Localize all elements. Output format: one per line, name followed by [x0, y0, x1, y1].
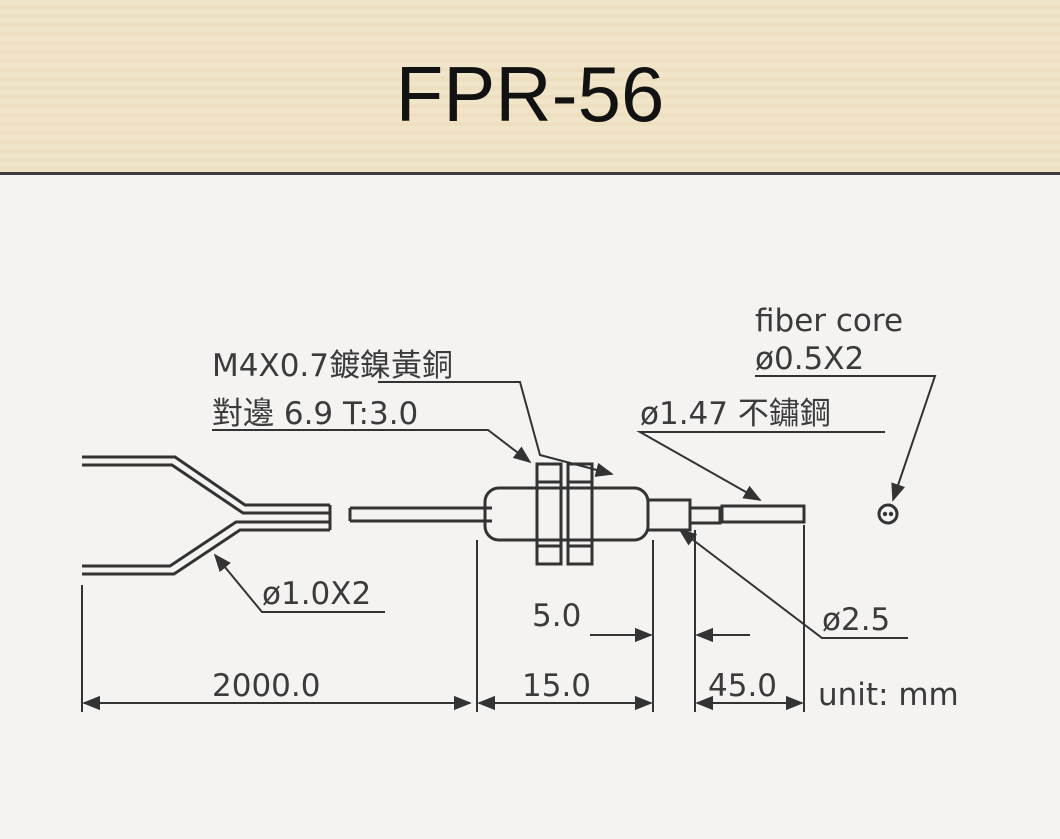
leader-body-diameter	[678, 528, 908, 639]
nut-right	[566, 462, 594, 566]
fiber-core-end-view	[877, 503, 899, 525]
leader-core-size	[755, 375, 937, 502]
leader-tube-spec	[636, 431, 885, 501]
label-tube-spec: ø1.47 不鏽鋼	[640, 396, 831, 432]
cable-upper-branch-inner	[82, 463, 330, 515]
cable-lower-branch	[82, 520, 330, 568]
leader-cable-size	[213, 553, 385, 613]
label-nut-spec: 對邊 6.9 T:3.0	[212, 396, 418, 432]
ferrule	[648, 498, 692, 532]
leader-thread-spec	[378, 381, 614, 477]
label-tube-length: 45.0	[708, 668, 777, 704]
title-banner: FPR-56	[0, 0, 1060, 175]
label-unit: unit: mm	[818, 677, 959, 713]
cable-lower-branch-inner	[82, 528, 330, 576]
cable-segment	[348, 506, 492, 523]
steel-tube-tip	[720, 504, 806, 524]
page-title: FPR-56	[395, 49, 665, 138]
label-fiber-core: fiber core	[755, 303, 903, 339]
steel-tube	[690, 506, 722, 525]
label-body-length: 15.0	[522, 668, 591, 704]
label-nut-offset: 5.0	[532, 598, 581, 634]
nut-left	[535, 462, 563, 566]
leader-nut-spec	[212, 429, 532, 464]
cable-upper-branch	[82, 455, 330, 507]
label-cable-length: 2000.0	[212, 668, 320, 704]
label-core-size: ø0.5X2	[755, 341, 864, 377]
label-thread-spec: M4X0.7鍍鎳黃銅	[212, 348, 453, 384]
label-cable-size: ø1.0X2	[262, 576, 371, 612]
label-body-diameter: ø2.5	[822, 602, 890, 638]
